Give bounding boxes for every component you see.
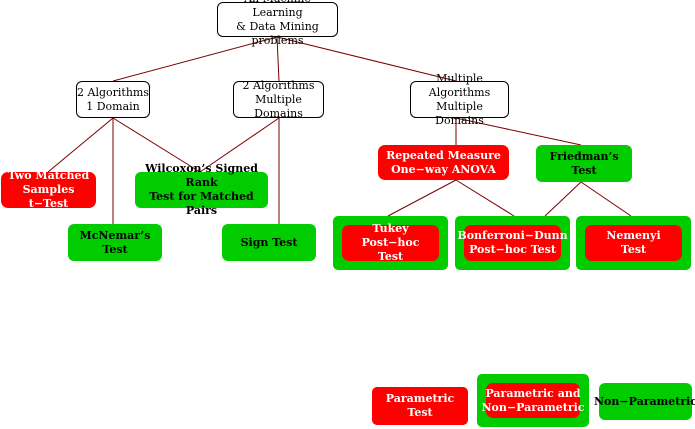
node-two-matched-samples-t-test-label: Two Matched Samples t−Test	[7, 169, 90, 210]
node-bonferroni-dunn: Bonferroni−Dunn Post−hoc Test	[455, 216, 570, 270]
node-bonferroni-dunn-label: Bonferroni−Dunn Post−hoc Test	[457, 229, 568, 256]
node-tukey-post-hoc: Tukey Post−hoc Test	[333, 216, 448, 270]
node-mcnemar-test: McNemar’s Test	[68, 224, 162, 261]
node-two-algorithms-one-domain: 2 Algorithms 1 Domain	[76, 81, 150, 118]
node-repeated-measure-anova-label: Repeated Measure One−way ANOVA	[386, 148, 501, 176]
node-friedman-test-label: Friedman’s Test	[549, 149, 619, 177]
node-wilcoxon-signed-rank: Wilcoxon’s Signed Rank Test for Matched …	[135, 162, 268, 217]
edge-one-domain-to-wilcoxon	[112, 117, 201, 173]
edge-one-domain-to-ttest	[47, 117, 114, 173]
legend-non-parametric: Non−Parametric	[594, 383, 695, 420]
node-root: All Machine Learning & Data Mining probl…	[217, 0, 338, 47]
node-friedman-test: Friedman’s Test	[536, 145, 632, 182]
edge-multi-domain-to-wilcoxon	[199, 117, 280, 173]
legend-parametric-and-non-parametric-inner: Parametric and Non−Parametric	[481, 383, 585, 418]
edge-anova-to-bonferroni	[455, 179, 515, 217]
node-nemenyi-test-inner: Nemenyi Test	[585, 225, 682, 261]
node-sign-test: Sign Test	[222, 224, 316, 261]
legend-parametric: Parametric Test	[372, 387, 468, 425]
node-nemenyi-test: Nemenyi Test	[576, 216, 691, 270]
legend-parametric-and-non-parametric: Parametric and Non−Parametric	[477, 374, 589, 427]
node-mcnemar-test-label: McNemar’s Test	[79, 228, 151, 256]
edge-friedman-to-nemenyi	[580, 181, 632, 217]
edge-root-to-two-algo-one-domain	[112, 36, 278, 82]
node-multiple-algorithms-multiple-domains: Multiple Algorithms Multiple Domains	[410, 72, 509, 127]
node-multiple-algorithms-multiple-domains-label: Multiple Algorithms Multiple Domains	[428, 71, 491, 127]
edge-friedman-to-bonferroni	[544, 181, 582, 217]
edge-multi-algo-to-friedman	[455, 117, 582, 146]
node-tukey-post-hoc-inner: Tukey Post−hoc Test	[342, 222, 439, 263]
legend-non-parametric-label: Non−Parametric	[593, 394, 695, 408]
node-tukey-post-hoc-label: Tukey Post−hoc Test	[361, 222, 420, 263]
node-repeated-measure-anova: Repeated Measure One−way ANOVA	[378, 145, 509, 180]
node-nemenyi-test-label: Nemenyi Test	[606, 229, 661, 256]
node-sign-test-label: Sign Test	[240, 235, 298, 249]
node-bonferroni-dunn-inner: Bonferroni−Dunn Post−hoc Test	[457, 225, 568, 261]
node-two-algorithms-multiple-domains: 2 Algorithms Multiple Domains	[233, 78, 324, 120]
edge-root-to-two-algo-multi-domain	[276, 36, 280, 82]
legend-parametric-label: Parametric Test	[385, 392, 455, 419]
node-root-label: All Machine Learning & Data Mining probl…	[236, 0, 319, 47]
node-wilcoxon-signed-rank-label: Wilcoxon’s Signed Rank Test for Matched …	[145, 162, 258, 217]
node-two-algorithms-one-domain-label: 2 Algorithms 1 Domain	[77, 85, 149, 113]
edge-anova-to-tukey	[387, 179, 457, 217]
node-two-matched-samples-t-test: Two Matched Samples t−Test	[1, 169, 96, 210]
edge-root-to-multi-algo	[276, 36, 457, 82]
node-two-algorithms-multiple-domains-label: 2 Algorithms Multiple Domains	[242, 78, 315, 120]
legend-parametric-and-non-parametric-label: Parametric and Non−Parametric	[481, 386, 585, 414]
